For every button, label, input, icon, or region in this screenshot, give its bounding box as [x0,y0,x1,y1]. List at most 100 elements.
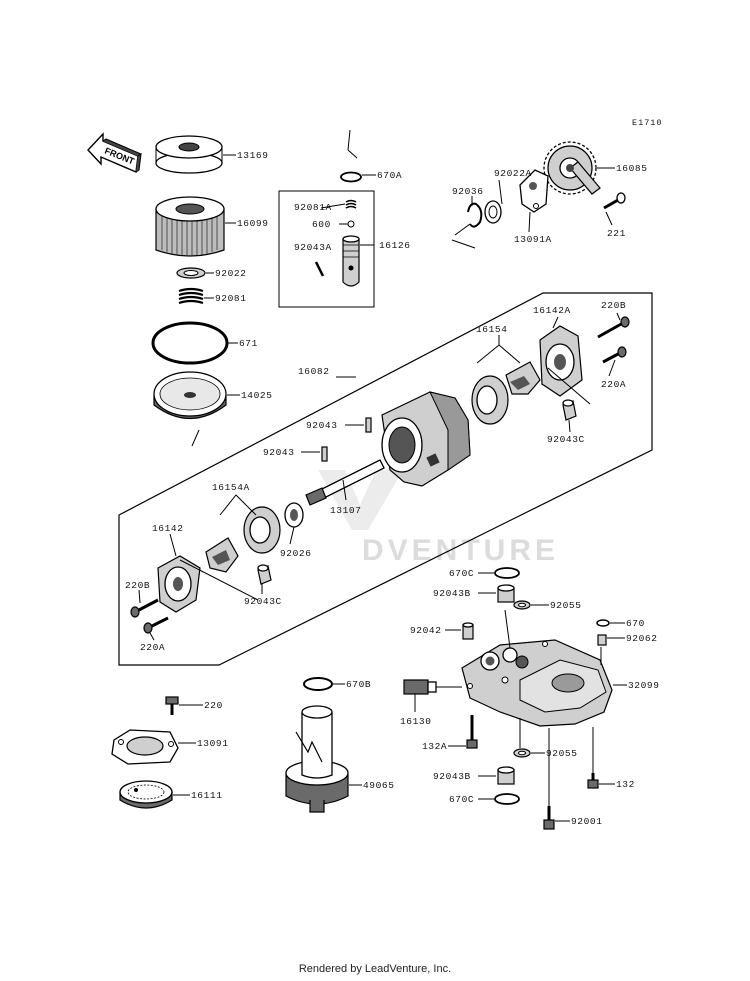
label-92022: 92022 [215,268,247,279]
part-16085-gear [543,141,615,195]
footer-credit: Rendered by LeadVenture, Inc. [298,963,452,975]
label-220b-bottom: 220B [125,580,150,591]
label-220a-top: 220A [601,379,626,390]
label-13107: 13107 [330,505,362,516]
label-92022a: 92022A [494,168,532,179]
part-92042-sleeve [445,622,474,640]
label-671: 671 [239,338,258,349]
part-220b-bolt-bottom [130,589,159,618]
part-92055-top [513,600,549,610]
label-14025: 14025 [241,390,273,401]
label-16154a: 16154A [212,482,250,493]
label-670c-bottom: 670C [449,794,474,805]
part-220b-bolt-top [597,312,630,339]
label-92043-1: 92043 [306,420,338,431]
part-14025-cover [153,371,240,447]
watermark: DVENTURE [318,470,559,567]
part-670c-top [478,567,520,579]
part-92022a-washer [484,179,503,224]
label-220: 220 [204,700,223,711]
label-13091: 13091 [197,738,229,749]
label-92043c-top: 92043C [547,434,585,445]
label-92055-top: 92055 [550,600,582,611]
label-32099: 32099 [628,680,660,691]
label-92043b-top: 92043B [433,588,471,599]
label-600: 600 [312,219,331,230]
part-92043b-top [478,584,515,603]
part-32099-housing [461,609,627,727]
part-92026-seal [284,502,304,545]
part-13091a-plate [519,169,549,233]
part-670a-o-ring [340,129,376,183]
label-220b-top: 220B [601,300,626,311]
label-221: 221 [607,228,626,239]
part-670-o-ring [596,619,625,627]
label-670b: 670B [346,679,371,690]
label-92036: 92036 [452,186,484,197]
diagram-code: E1710 [632,118,663,128]
part-220-bolt [165,696,203,715]
part-13169-cap [155,135,236,174]
part-16154a-rotor [205,494,281,573]
front-arrow-icon: FRONT [87,132,143,174]
part-16142-cover [157,533,259,613]
label-16130: 16130 [400,716,432,727]
label-92026: 92026 [280,548,312,559]
part-92043b-bottom [478,766,515,785]
part-671-o-ring [151,321,238,365]
part-92043c-top [547,367,591,433]
part-pump-body [381,391,471,487]
label-16142: 16142 [152,523,184,534]
label-16082: 16082 [298,366,330,377]
part-670b-o-ring [303,677,345,691]
label-92043c-bottom: 92043C [244,596,282,607]
assembly-16082-boundary [118,292,653,666]
part-92081-spring [178,287,214,305]
label-16085: 16085 [616,163,648,174]
label-670c-top: 670C [449,568,474,579]
label-92062: 92062 [626,633,658,644]
part-670c-bottom [478,793,520,805]
part-132-bolt [587,727,615,789]
label-49065: 49065 [363,780,395,791]
label-220a-bottom: 220A [140,642,165,653]
label-16111: 16111 [191,790,223,801]
label-92043a: 92043A [294,242,332,253]
label-13169: 13169 [237,150,269,161]
label-92042: 92042 [410,625,442,636]
label-92043-2: 92043 [263,447,295,458]
label-16142a: 16142A [533,305,571,316]
label-132a: 132A [422,741,447,752]
label-92081: 92081 [215,293,247,304]
part-221-bolt [603,192,626,226]
label-92043b-bottom: 92043B [433,771,471,782]
part-92022-washer [176,267,214,279]
label-92001: 92001 [571,816,603,827]
watermark-text: DVENTURE [362,534,559,567]
part-92043-pin-1 [345,417,372,433]
part-13107-shaft [305,459,385,506]
label-670: 670 [626,618,645,629]
part-13091-plate [111,729,196,765]
part-220a-bolt-top [602,346,627,377]
label-16099: 16099 [237,218,269,229]
label-670a: 670A [377,170,402,181]
part-16111-cap [119,780,190,809]
part-16099-oil-filter [155,196,236,257]
part-92062-pin [597,634,625,646]
part-92043c-bottom [257,564,272,594]
label-92055-bottom: 92055 [546,748,578,759]
label-16154: 16154 [476,324,508,335]
part-16130-plug [403,679,462,712]
part-16142a-cover [539,316,583,397]
label-132: 132 [616,779,635,790]
label-16126: 16126 [379,240,411,251]
part-132a-bolt [448,715,478,749]
label-13091a: 13091A [514,234,552,245]
part-92036-circlip [451,196,483,249]
relief-valve-box [278,190,375,308]
part-92043-pin-2 [301,446,328,462]
label-92081a: 92081A [294,202,332,213]
part-16154-rotor [471,335,541,425]
